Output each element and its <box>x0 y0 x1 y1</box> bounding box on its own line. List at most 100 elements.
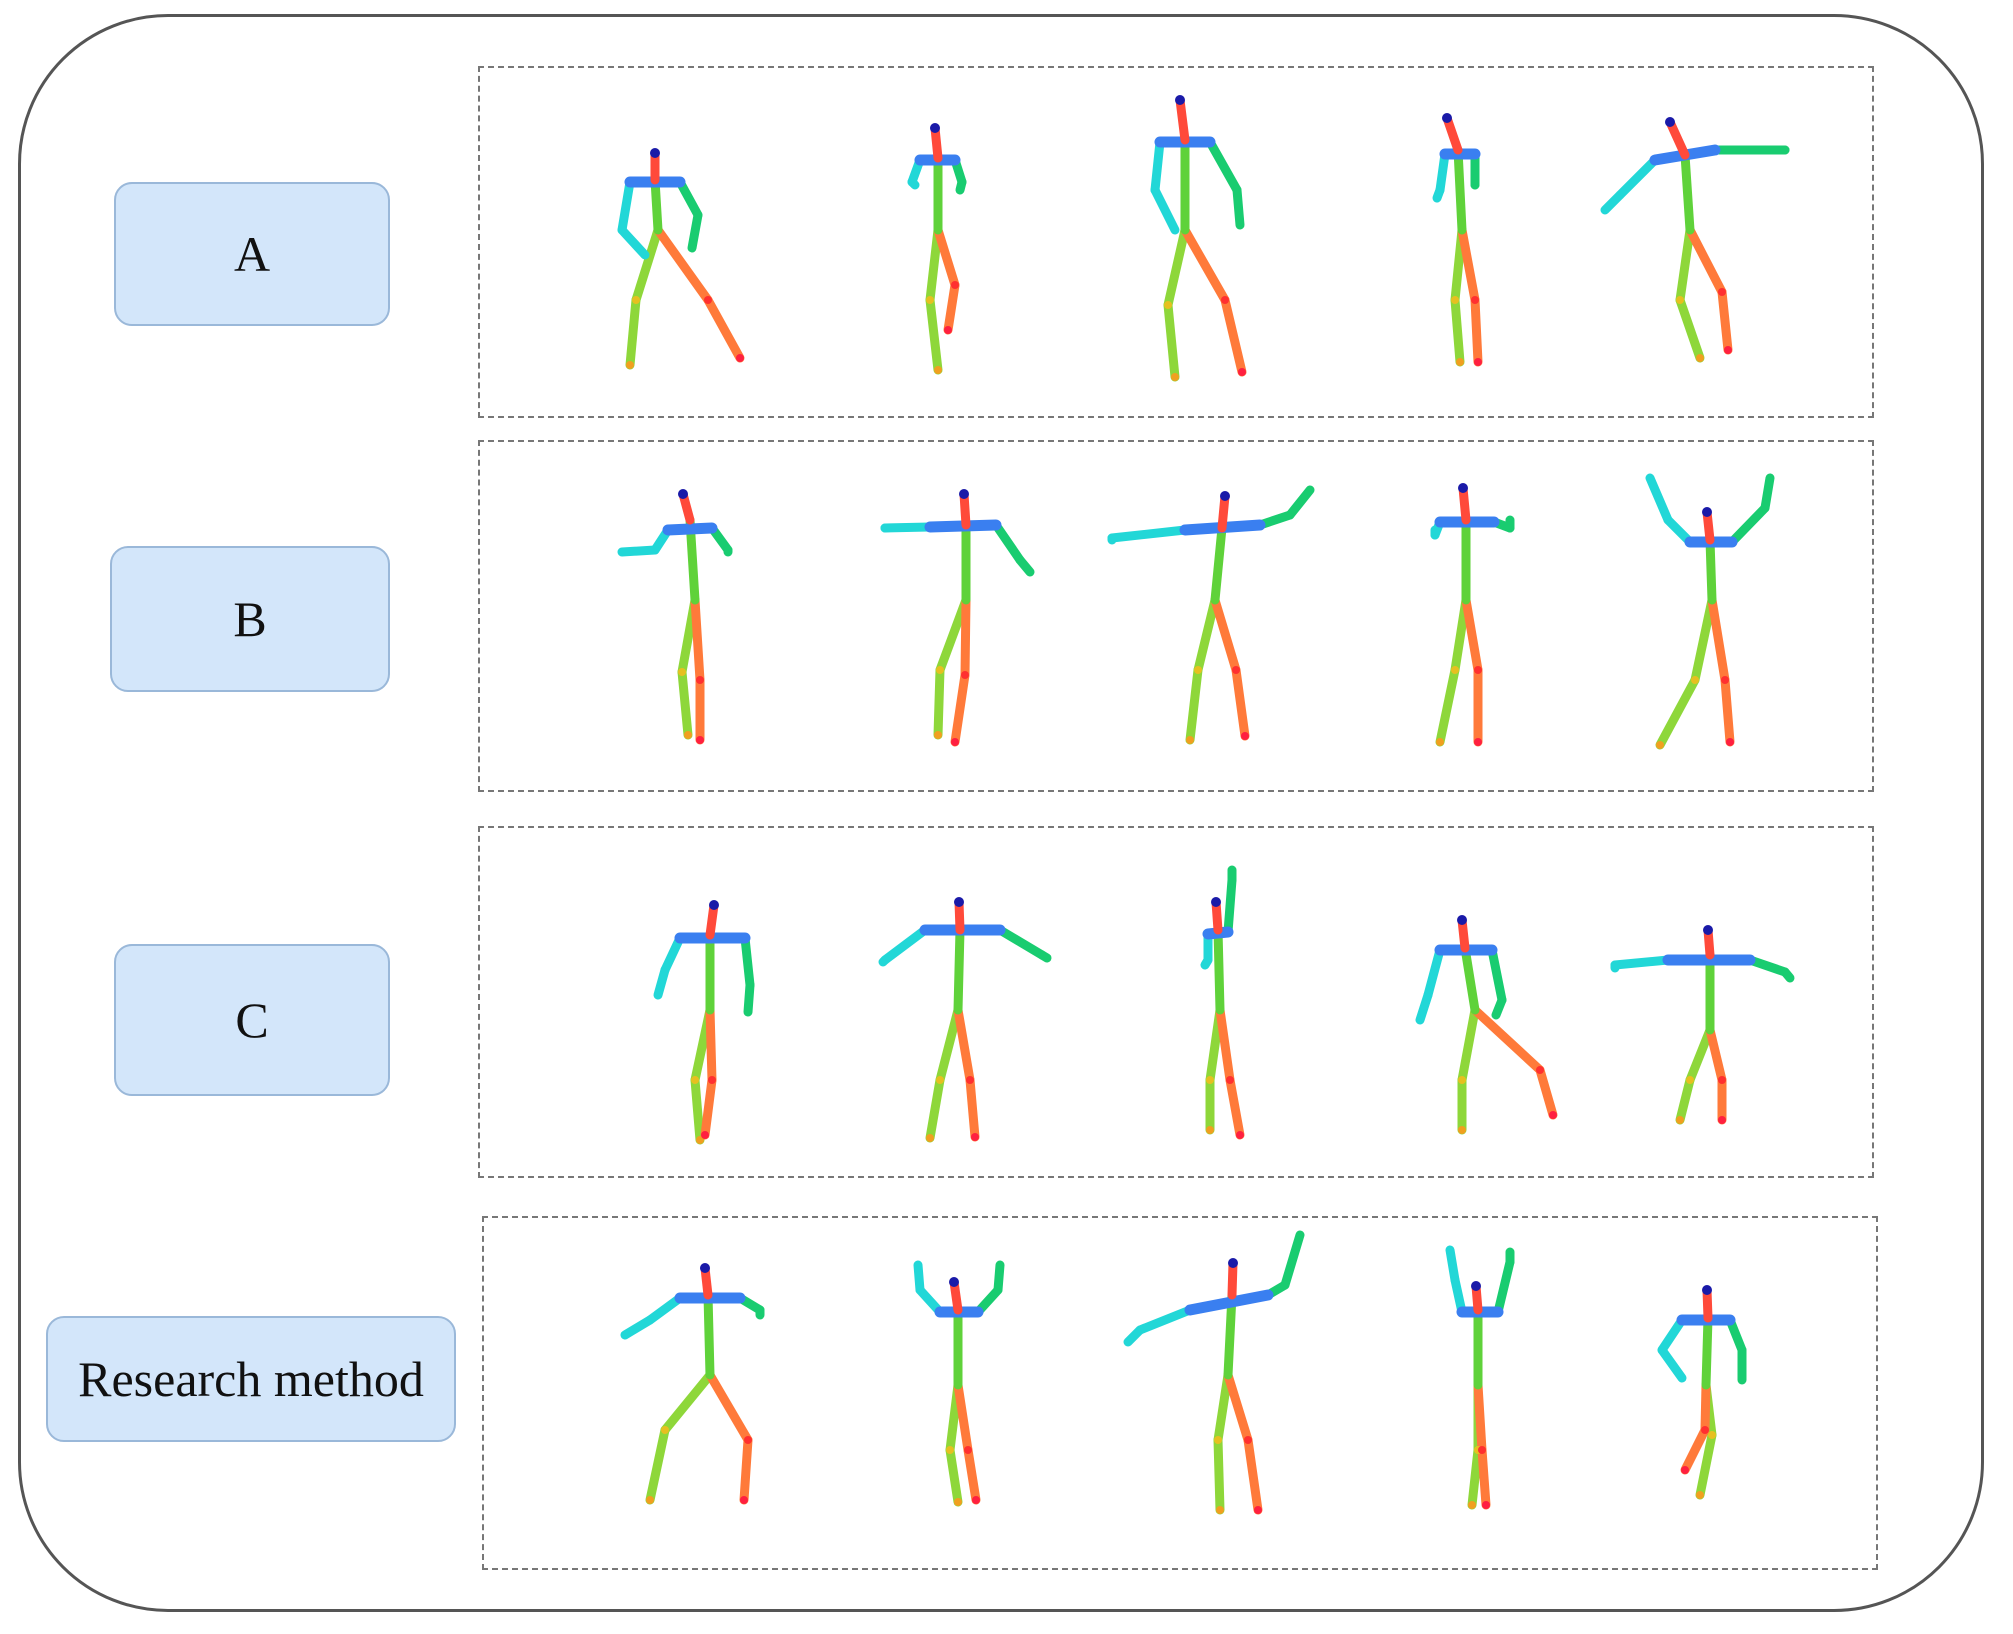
skeleton-limb <box>1185 665 1203 745</box>
skeleton-limb <box>1453 145 1467 235</box>
skeleton-joint <box>936 666 944 674</box>
skeleton-limb <box>653 965 670 1000</box>
skeleton-limb <box>690 1075 705 1145</box>
skeleton-limb <box>703 295 745 363</box>
skeleton-limb <box>963 1445 981 1505</box>
skeleton-joint <box>709 900 719 910</box>
skeleton-limb <box>1680 150 1695 235</box>
skeleton-limb <box>1217 491 1230 533</box>
skeleton-limb <box>1213 925 1225 1015</box>
skeleton-limb <box>1223 1370 1253 1445</box>
skeleton-joint <box>661 1426 669 1434</box>
skeleton-joint <box>926 1134 934 1142</box>
skeleton-joint <box>1236 1131 1244 1139</box>
skeleton-joint <box>650 148 660 158</box>
skeleton-limb <box>660 1370 715 1435</box>
skeleton-limb <box>1717 287 1733 355</box>
skeleton-limb <box>617 177 635 235</box>
skeleton-limb <box>1461 595 1483 675</box>
skeleton-limb <box>705 1370 753 1445</box>
skeleton-joint <box>961 671 969 679</box>
skeleton-joint <box>1241 732 1249 740</box>
skeleton-joint <box>740 1496 748 1504</box>
skeleton-joint <box>1206 1076 1214 1084</box>
skeleton-joint <box>1171 373 1179 381</box>
skeleton-joint <box>1665 117 1675 127</box>
skeleton-joint <box>1220 491 1230 501</box>
skeleton-limb <box>1243 1435 1263 1515</box>
skeleton-joint <box>700 1263 710 1273</box>
skeleton-joint <box>951 738 959 746</box>
skeleton-limb <box>1445 1245 1460 1285</box>
skeleton-limb <box>617 545 660 557</box>
skeleton-limb <box>907 177 920 190</box>
row-label-research-method: Research method <box>46 1316 456 1442</box>
skeleton-limb <box>1037 950 1052 963</box>
skeleton-limb <box>743 980 755 1017</box>
skeleton-limb <box>933 665 945 740</box>
skeleton-joint <box>1194 666 1202 674</box>
skeleton-limb <box>1227 1258 1238 1300</box>
skeleton-joint <box>1214 1436 1222 1444</box>
row-label-c-text: C <box>235 992 269 1048</box>
skeleton-limb <box>1675 295 1705 363</box>
skeleton-limb <box>1680 1425 1710 1475</box>
skeleton-joint <box>1458 483 1468 493</box>
skeleton-joint <box>1471 1281 1481 1291</box>
skeleton-joint <box>1451 296 1459 304</box>
skeleton-limb <box>1700 1380 1711 1435</box>
skeleton-joint <box>736 354 744 362</box>
skeleton-joint <box>678 668 686 676</box>
skeleton-limb <box>1705 1025 1727 1085</box>
skeleton-limb <box>1200 955 1213 970</box>
skeleton-joint <box>1474 738 1482 746</box>
skeleton-limb <box>955 177 967 195</box>
skeleton-limb <box>690 595 705 685</box>
skeleton-limb <box>1107 525 1190 543</box>
row-label-a: A <box>114 182 390 326</box>
skeleton-joint <box>1708 1431 1716 1439</box>
skeleton-joint <box>1244 1436 1252 1444</box>
skeleton-joint <box>944 326 952 334</box>
skeleton-joint <box>1721 676 1729 684</box>
skeleton-joint <box>1482 1501 1490 1509</box>
skeleton-limb <box>1470 1005 1545 1075</box>
skeleton-joint <box>1436 738 1444 746</box>
skeleton-joint <box>1718 1116 1726 1124</box>
skeleton-limb <box>653 225 713 305</box>
skeleton-limb <box>1535 1065 1558 1120</box>
skeleton-joint <box>1549 1111 1557 1119</box>
skeleton-joint <box>951 281 959 289</box>
skeleton-limb <box>1457 225 1480 305</box>
skeleton-limb <box>1193 595 1220 675</box>
skeleton-limb <box>1223 875 1237 937</box>
row-label-b-text: B <box>233 591 267 647</box>
skeleton-limb <box>1285 485 1315 520</box>
skeleton-joint <box>1211 897 1221 907</box>
skeleton-limb <box>1760 473 1775 513</box>
skeleton-limb <box>1442 113 1463 155</box>
skeleton-limb <box>675 177 703 220</box>
skeleton-joint <box>936 1076 944 1084</box>
skeleton-limb <box>740 933 755 990</box>
skeleton-limb <box>1600 190 1625 215</box>
skeleton-limb <box>1695 1430 1717 1500</box>
skeleton-limb <box>1615 155 1660 200</box>
skeleton-joint <box>1442 113 1452 123</box>
skeleton-limb <box>930 123 943 163</box>
skeleton-limb <box>1213 1370 1233 1445</box>
skeleton-joint <box>1206 1126 1214 1134</box>
skeleton-joint <box>1703 925 1713 935</box>
skeleton-joint <box>704 296 712 304</box>
skeleton-joint <box>1681 1466 1689 1474</box>
skeleton-joint <box>1691 676 1699 684</box>
skeleton-limb <box>1415 990 1433 1025</box>
skeleton-joint <box>626 361 634 369</box>
skeleton-limb <box>625 295 641 370</box>
skeleton-joint <box>1216 1506 1224 1514</box>
skeleton-limb <box>960 595 971 680</box>
skeleton-joint <box>744 1436 752 1444</box>
skeleton-joint <box>1186 736 1194 744</box>
skeleton-limb <box>1205 137 1242 195</box>
skeleton-limb <box>993 1260 1005 1295</box>
